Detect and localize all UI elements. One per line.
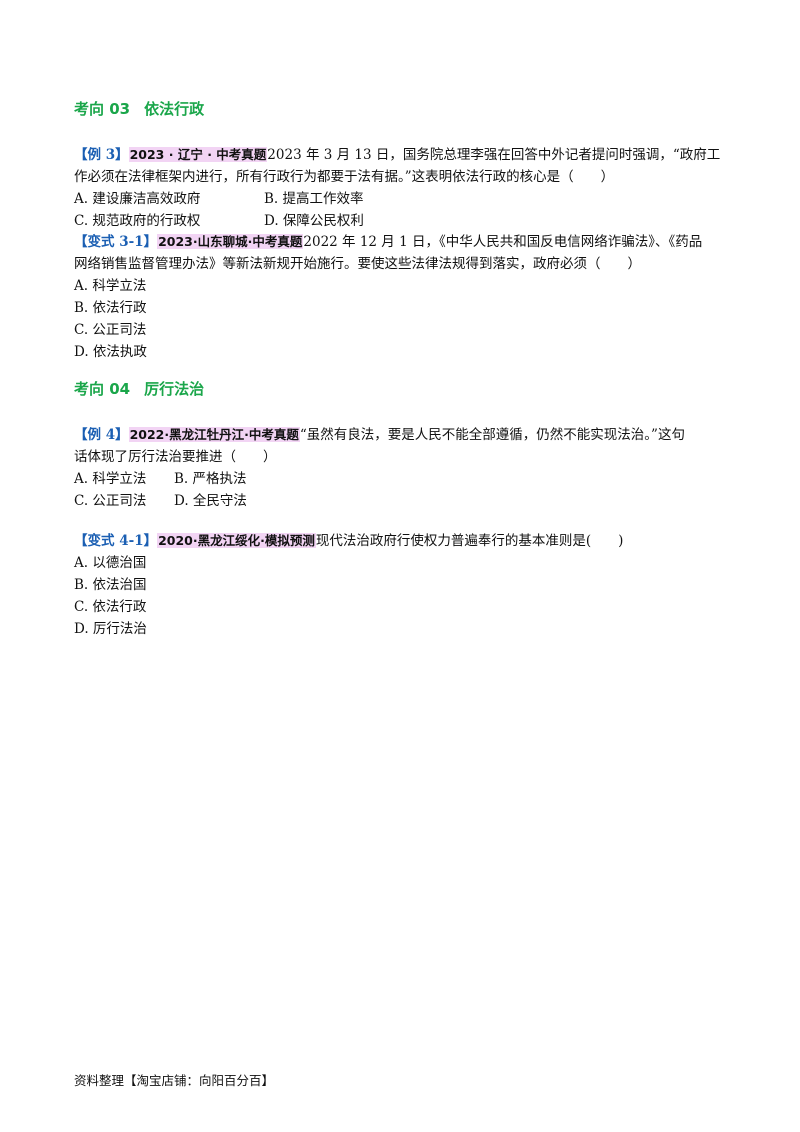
options-row: A. 建设廉洁高效政府 B. 提高工作效率 bbox=[74, 188, 364, 210]
question-tag: 【变式 3-1】 bbox=[74, 234, 158, 250]
question-ex4-line1: 【例 4】2022·黑龙江牡丹江·中考真题“虽然有良法，要是人民不能全部遵循，仍… bbox=[74, 424, 685, 446]
section-name: 依法行政 bbox=[144, 100, 205, 118]
option-a: A. 建设廉洁高效政府 bbox=[74, 191, 201, 207]
question-tag: 【变式 4-1】 bbox=[74, 533, 158, 549]
options-row: A. 科学立法 B. 严格执法 bbox=[74, 468, 247, 490]
option-d: D. 保障公民权利 bbox=[264, 213, 364, 229]
question-source: 2020·黑龙江绥化·模拟预测 bbox=[157, 533, 316, 548]
option-b: B. 提高工作效率 bbox=[264, 191, 364, 207]
question-text: 2022 年 12 月 1 日，《中华人民共和国反电信网络诈骗法》、《药品 bbox=[303, 234, 703, 250]
section-code: 考向 04 bbox=[74, 380, 131, 398]
option-c: C. 规范政府的行政权 bbox=[74, 213, 201, 229]
options-row: C. 规范政府的行政权 D. 保障公民权利 bbox=[74, 210, 364, 232]
question-text: 2023 年 3 月 13 日，国务院总理李强在回答中外记者提问时强调，“政府工 bbox=[267, 147, 721, 163]
option-b: B. 依法治国 bbox=[74, 577, 147, 593]
question-source: 2023 · 辽宁 · 中考真题 bbox=[128, 147, 268, 162]
question-ex3-line1: 【例 3】2023 · 辽宁 · 中考真题2023 年 3 月 13 日，国务院… bbox=[74, 144, 720, 166]
section-name: 厉行法治 bbox=[144, 380, 205, 398]
section-title-03: 考向 03 依法行政 bbox=[74, 98, 204, 119]
question-tag: 【例 3】 bbox=[74, 147, 129, 163]
question-var41-line1: 【变式 4-1】2020·黑龙江绥化·模拟预测现代法治政府行使权力普遍奉行的基本… bbox=[74, 530, 623, 552]
option-a: A. 以德治国 bbox=[74, 555, 147, 571]
option-c: C. 依法行政 bbox=[74, 599, 147, 615]
option-b: B. 依法行政 bbox=[74, 300, 147, 316]
question-var31-line1: 【变式 3-1】2023·山东聊城·中考真题2022 年 12 月 1 日，《中… bbox=[74, 231, 702, 253]
question-text: 现代法治政府行使权力普遍奉行的基本准则是( ) bbox=[315, 533, 624, 549]
option-c: C. 公正司法 bbox=[74, 493, 147, 509]
section-title-04: 考向 04 厉行法治 bbox=[74, 378, 204, 399]
option-d: D. 厉行法治 bbox=[74, 621, 147, 637]
option-b: B. 严格执法 bbox=[174, 471, 247, 487]
question-source: 2023·山东聊城·中考真题 bbox=[157, 234, 304, 249]
question-ex4-line2: 话体现了厉行法治要推进（ ） bbox=[74, 449, 277, 465]
page-footer: 资料整理【淘宝店铺：向阳百分百】 bbox=[74, 1073, 275, 1088]
option-c: C. 公正司法 bbox=[74, 322, 147, 338]
question-tag: 【例 4】 bbox=[74, 427, 129, 443]
question-source: 2022·黑龙江牡丹江·中考真题 bbox=[128, 427, 300, 442]
question-ex3-line2: 作必须在法律框架内进行，所有行政行为都要于法有据。”这表明依法行政的核心是（ ） bbox=[74, 169, 615, 185]
option-d: D. 依法执政 bbox=[74, 344, 147, 360]
question-var31-line2: 网络销售监督管理办法》等新法新规开始施行。要使这些法律法规得到落实，政府必须（ … bbox=[74, 256, 641, 272]
section-code: 考向 03 bbox=[74, 100, 131, 118]
option-a: A. 科学立法 bbox=[74, 278, 147, 294]
option-a: A. 科学立法 bbox=[74, 471, 147, 487]
question-text: “虽然有良法，要是人民不能全部遵循，仍然不能实现法治。”这句 bbox=[299, 427, 685, 443]
options-row: C. 公正司法 D. 全民守法 bbox=[74, 490, 247, 512]
option-d: D. 全民守法 bbox=[174, 493, 247, 509]
